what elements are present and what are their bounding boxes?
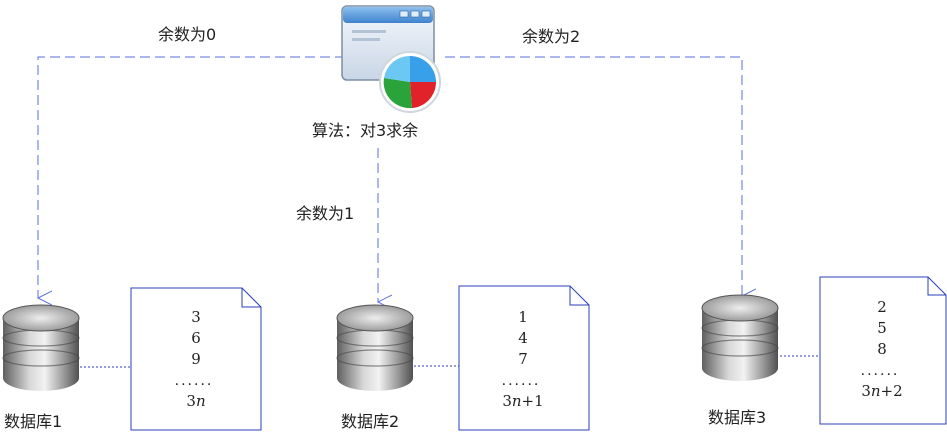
db1-ellipsis: ......	[175, 373, 214, 389]
db3-value-3: 8	[877, 340, 887, 358]
algorithm-label: 算法：对3求余	[312, 121, 418, 140]
database-icon	[2, 304, 80, 391]
db1-value-2: 6	[191, 329, 201, 347]
database-icon	[336, 304, 414, 391]
db3-value-1: 2	[877, 298, 887, 316]
db3-formula: 3n+2	[861, 382, 902, 400]
database-group-1: 3 6 9 ...... 3n 数据库1	[2, 287, 262, 431]
db2-value-3: 7	[518, 350, 528, 368]
app-window-pie-chart-icon	[341, 5, 441, 113]
db2-value-2: 4	[518, 329, 528, 347]
db2-label: 数据库2	[341, 412, 399, 431]
document-icon	[819, 276, 947, 425]
db1-label: 数据库1	[4, 412, 62, 431]
document-icon	[130, 287, 262, 431]
document-icon	[458, 285, 590, 431]
edges	[38, 56, 742, 302]
db2-ellipsis: ......	[502, 373, 541, 389]
database-group-3: 2 5 8 ...... 3n+2 数据库3	[701, 276, 947, 427]
db2-formula: 3n+1	[502, 392, 543, 410]
edge-remainder-2-line	[445, 56, 742, 296]
db1-value-3: 9	[191, 350, 201, 368]
edge-label-remainder-2: 余数为2	[522, 27, 580, 46]
edge-label-remainder-1: 余数为1	[296, 204, 354, 223]
database-group-2: 1 4 7 ...... 3n+1 数据库2	[336, 285, 590, 431]
db2-value-1: 1	[518, 308, 528, 326]
edge-label-remainder-0: 余数为0	[158, 25, 216, 44]
db3-ellipsis: ......	[861, 363, 900, 379]
db3-label: 数据库3	[708, 408, 766, 427]
db3-value-2: 5	[877, 319, 887, 337]
database-icon	[701, 294, 779, 381]
edge-remainder-0-line	[38, 56, 345, 298]
db1-formula: 3n	[186, 392, 205, 410]
db1-value-1: 3	[191, 308, 201, 326]
